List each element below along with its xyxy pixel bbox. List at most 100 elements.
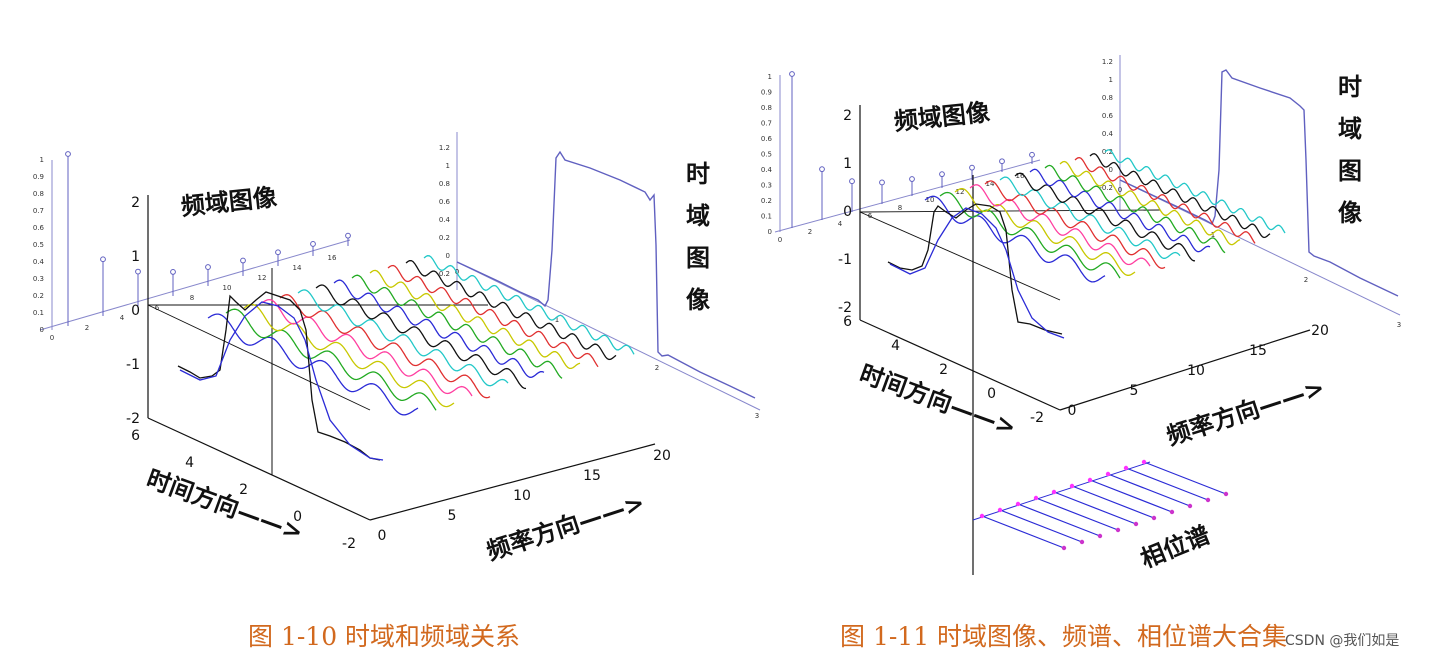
phase-dot bbox=[1151, 515, 1157, 521]
sine-wave-component bbox=[243, 303, 455, 408]
sine-wave-component bbox=[369, 269, 581, 370]
sine-wave-component bbox=[924, 195, 1106, 283]
mini-spectrum-xtick: 8 bbox=[898, 204, 902, 212]
sine-wave-component bbox=[1059, 160, 1241, 246]
sine-wave-component bbox=[1044, 164, 1226, 254]
phase-dot bbox=[1033, 495, 1039, 501]
mini-spectrum-ytick: 0.6 bbox=[761, 135, 773, 143]
mini-spectrum-stem-head bbox=[310, 241, 316, 247]
phase-dot bbox=[1097, 533, 1103, 539]
sine-wave-component bbox=[1089, 153, 1271, 239]
mini-spectrum-xtick: 0 bbox=[778, 236, 782, 244]
mini-spectrum-ytick: 0.2 bbox=[33, 292, 44, 300]
mini-spectrum-ytick: 0.4 bbox=[761, 166, 773, 174]
phase-dot bbox=[1205, 497, 1211, 503]
mini-spectrum-stem-head bbox=[789, 71, 795, 77]
phase-segment bbox=[981, 515, 1065, 549]
right-phase-spectrum bbox=[972, 459, 1229, 551]
freq-axis-tick: 10 bbox=[513, 488, 531, 504]
right-mini-spectrum: 10.90.80.70.60.50.40.30.20.10 0246810121… bbox=[761, 71, 1041, 244]
mini-time-ytick: 0.4 bbox=[1102, 130, 1114, 138]
z-axis-tick: -1 bbox=[126, 357, 140, 373]
mini-spectrum-ytick: 0.8 bbox=[33, 190, 44, 198]
phase-dot bbox=[1051, 489, 1057, 495]
mini-spectrum-xtick: 14 bbox=[293, 264, 302, 272]
mini-spectrum-xtick: 12 bbox=[956, 188, 965, 196]
z-axis-tick: -1 bbox=[838, 252, 852, 268]
right-square-wave bbox=[1119, 69, 1399, 297]
mini-time-xtick: 0 bbox=[1118, 186, 1122, 194]
freq-axis-tick: 5 bbox=[448, 508, 457, 524]
caption-figure-1-10: 图 1-10 时域和频域关系 bbox=[248, 622, 521, 651]
mini-spectrum-ytick: 0 bbox=[768, 228, 772, 236]
phase-dot bbox=[1087, 477, 1093, 483]
mini-spectrum-xtick: 12 bbox=[258, 274, 267, 282]
sine-wave-component bbox=[351, 274, 563, 379]
mini-spectrum-stem-head bbox=[240, 257, 246, 264]
phase-dot bbox=[1123, 465, 1129, 471]
mini-time-ytick: 0 bbox=[446, 252, 450, 260]
phase-dot bbox=[1079, 539, 1085, 545]
left-label-time-dir: 时间方向——> bbox=[143, 464, 307, 546]
mini-spectrum-ytick: 0.1 bbox=[761, 213, 772, 221]
sine-wave-component bbox=[225, 308, 437, 411]
sine-wave-component bbox=[207, 313, 419, 416]
sine-wave-component bbox=[1029, 168, 1211, 253]
mini-time-xtick: 3 bbox=[755, 412, 759, 420]
sine-wave-component bbox=[279, 294, 491, 399]
freq-axis-tick: 0 bbox=[378, 528, 387, 544]
time-axis-tick: 0 bbox=[293, 509, 302, 525]
right-sine-waves bbox=[924, 149, 1286, 283]
mini-spectrum-stem-head bbox=[205, 264, 211, 270]
watermark: CSDN @我们如是 bbox=[1285, 633, 1400, 649]
freq-axis-tick: 15 bbox=[1249, 343, 1267, 359]
z-axis-tick: 1 bbox=[131, 249, 140, 265]
phase-segment bbox=[1035, 497, 1119, 531]
phase-dot bbox=[1105, 471, 1111, 477]
sine-wave-component bbox=[969, 184, 1151, 267]
mini-spectrum-xtick: 16 bbox=[1016, 172, 1025, 180]
mini-spectrum-xtick: 2 bbox=[808, 228, 812, 236]
time-axis-tick: 6 bbox=[131, 428, 140, 444]
time-image-label-char: 图 bbox=[686, 244, 710, 272]
time-axis-tick: 2 bbox=[239, 482, 248, 498]
z-axis-tick: -2 bbox=[126, 411, 140, 427]
sine-wave-component bbox=[1074, 157, 1256, 244]
time-axis-tick: 2 bbox=[939, 362, 948, 378]
phase-dot bbox=[1169, 509, 1175, 515]
mini-spectrum-stem-head bbox=[170, 269, 176, 275]
mini-spectrum-stem-head bbox=[65, 151, 71, 157]
left-label-time-image: 时域图像 bbox=[686, 160, 711, 314]
time-image-label-char: 域 bbox=[1338, 115, 1362, 143]
mini-spectrum-ytick: 1 bbox=[40, 156, 44, 164]
sine-wave-component bbox=[939, 191, 1121, 279]
right-label-freq-image: 频域图像 bbox=[893, 98, 992, 136]
mini-time-ytick: 0.6 bbox=[1102, 112, 1114, 120]
phase-segment bbox=[1125, 467, 1209, 501]
freq-axis-tick: 15 bbox=[583, 468, 601, 484]
right-label-phase: 相位谱 bbox=[1137, 521, 1214, 574]
mini-time-ytick: 0.8 bbox=[439, 180, 450, 188]
mini-time-ytick: 1.2 bbox=[1102, 58, 1113, 66]
time-image-label-char: 像 bbox=[1338, 199, 1363, 227]
phase-segment bbox=[1017, 503, 1101, 537]
phase-segment bbox=[1071, 485, 1155, 519]
mini-spectrum-stem-head bbox=[969, 164, 975, 171]
mini-spectrum-ytick: 0.9 bbox=[761, 89, 772, 97]
time-axis-tick: 4 bbox=[891, 338, 900, 354]
sine-wave-component bbox=[405, 259, 617, 361]
sine-wave-component bbox=[984, 180, 1166, 269]
mini-spectrum-stem-head bbox=[849, 178, 855, 185]
sine-wave-component bbox=[333, 279, 545, 378]
right-label-time-image: 时域图像 bbox=[1338, 73, 1363, 227]
mini-time-xtick: 2 bbox=[1304, 276, 1308, 284]
mini-spectrum-xtick: 10 bbox=[926, 196, 935, 204]
mini-spectrum-ytick: 0.5 bbox=[33, 241, 44, 249]
mini-spectrum-stem-head bbox=[819, 166, 825, 173]
mini-time-ytick: 1 bbox=[1109, 76, 1113, 84]
right-label-freq-dir: 频率方向——> bbox=[1163, 373, 1328, 450]
mini-time-ytick: 1 bbox=[446, 162, 450, 170]
